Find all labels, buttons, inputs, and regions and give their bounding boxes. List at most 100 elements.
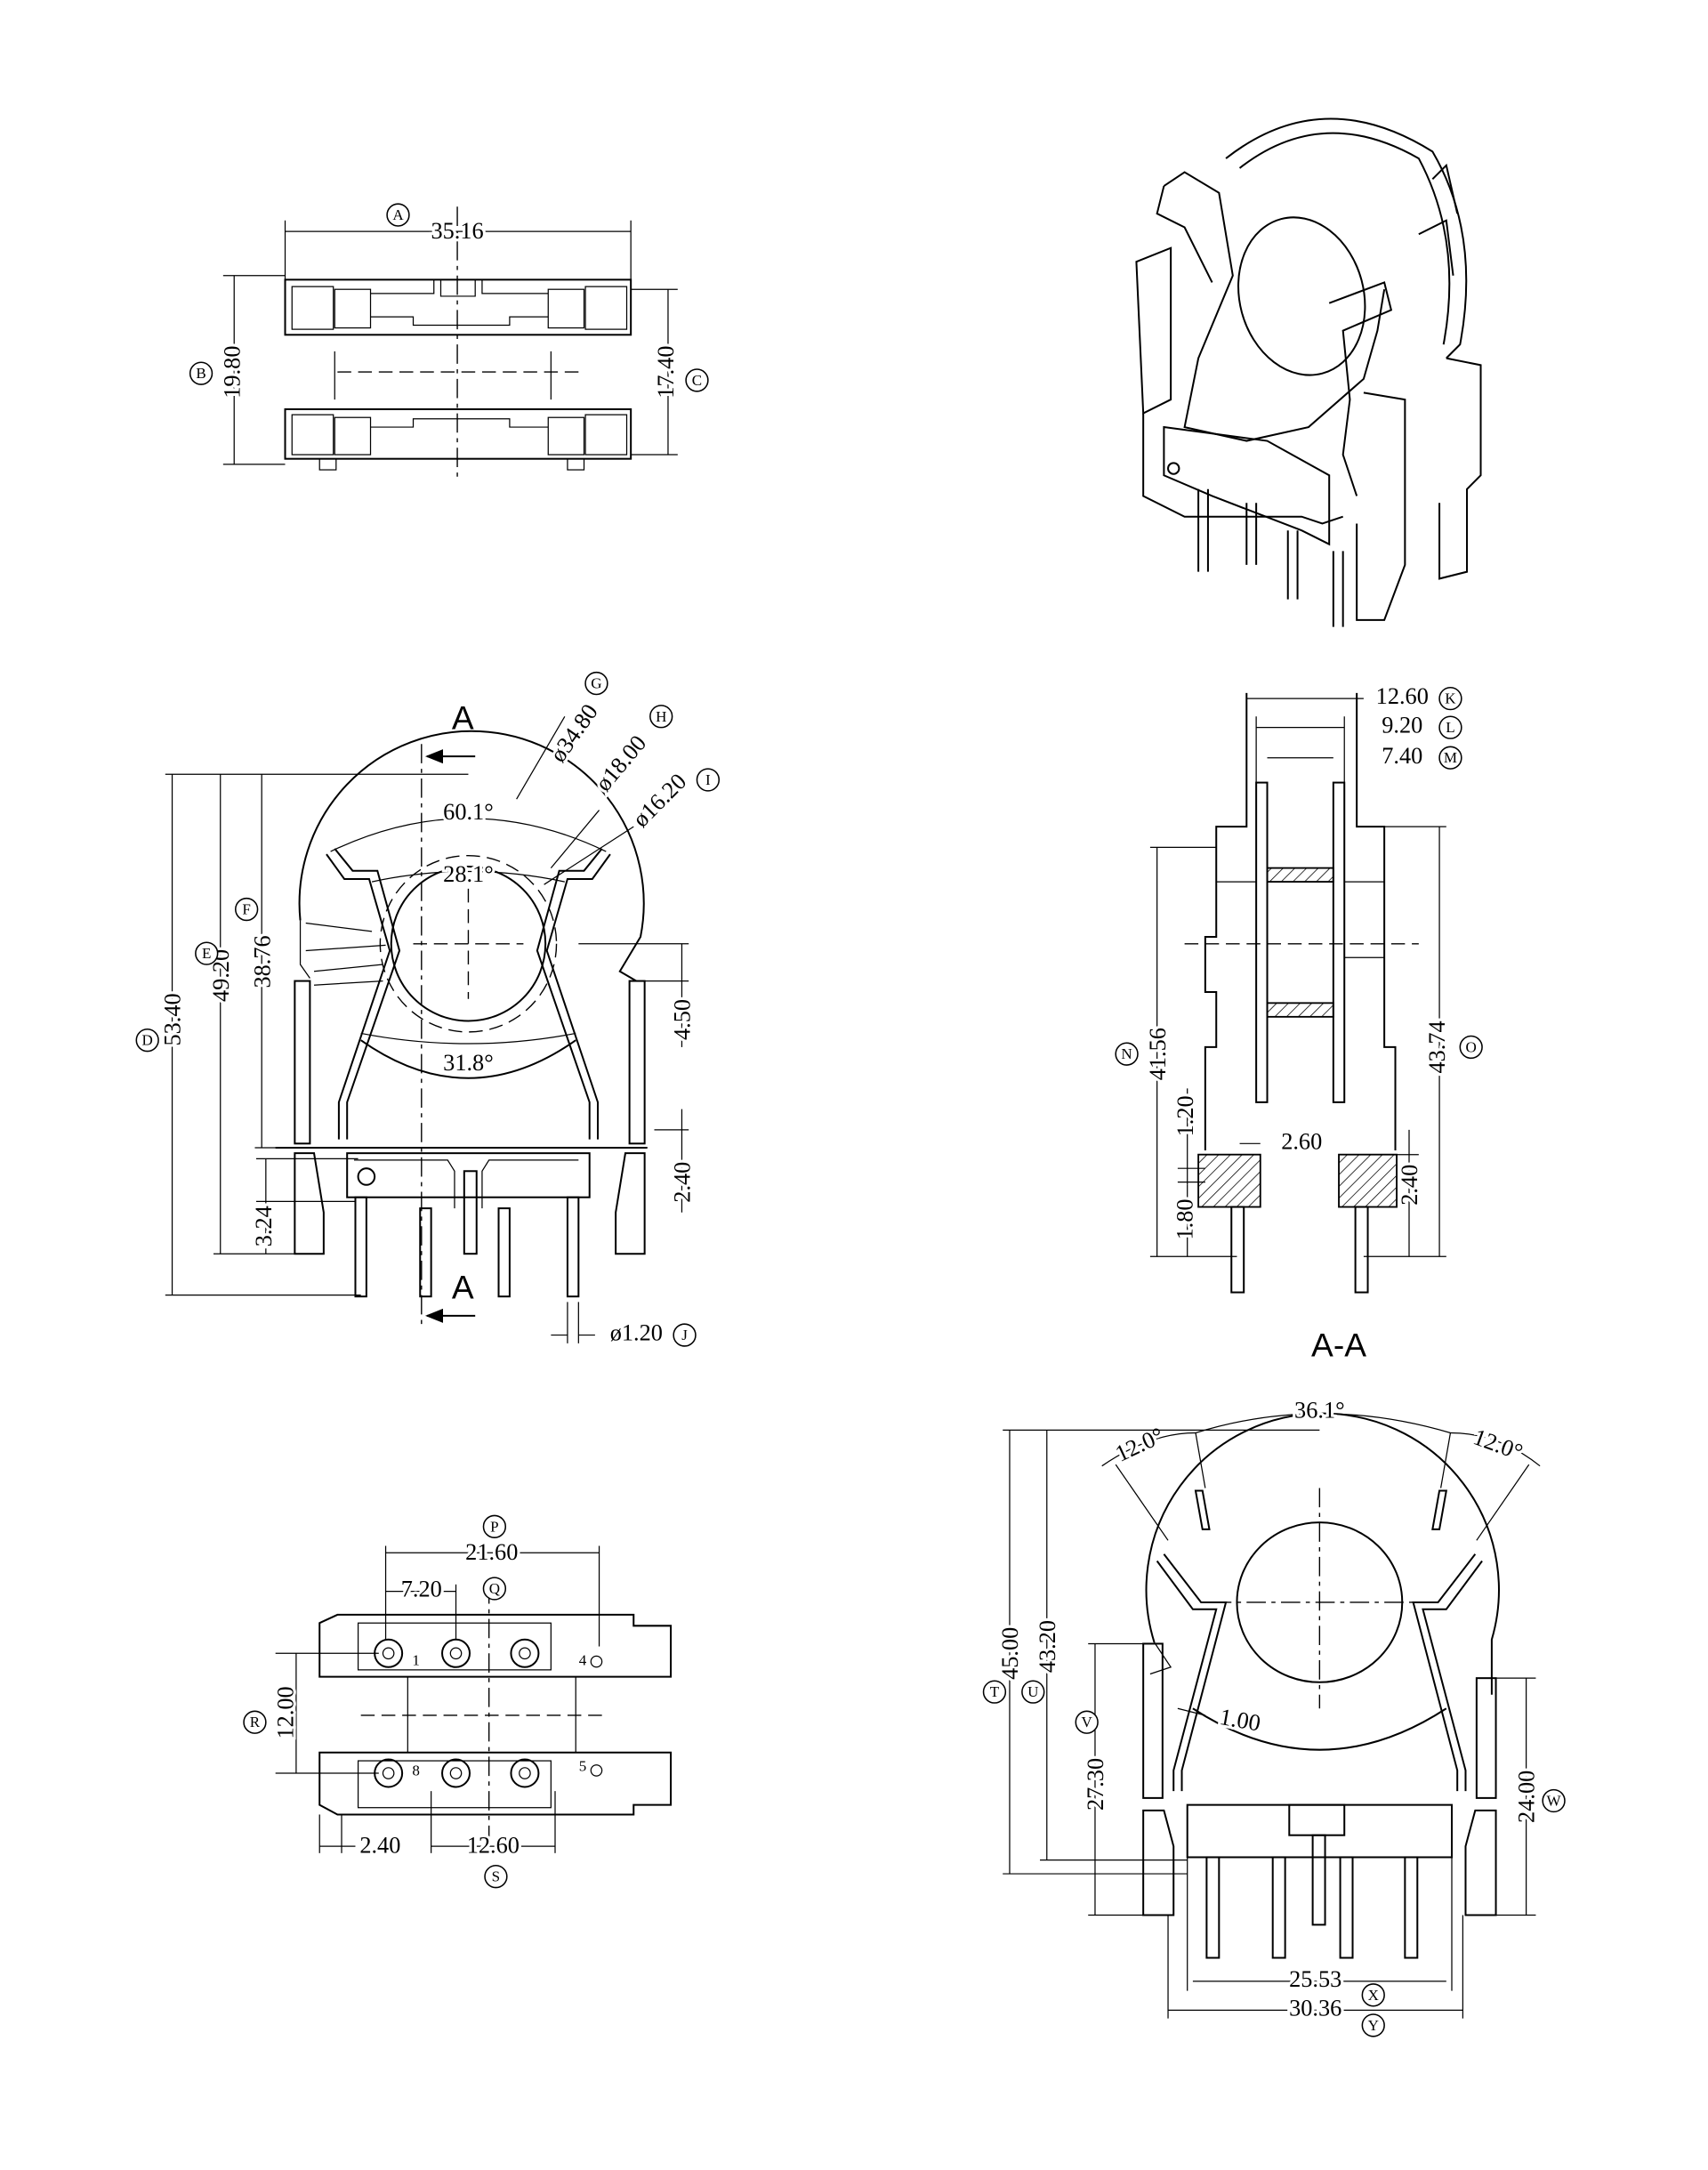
dimension-letter: H (656, 708, 666, 725)
pin-label: 5 (579, 1758, 587, 1775)
dimension-letter: M (1444, 749, 1457, 766)
dimension-letter: S (492, 1868, 500, 1885)
dimension-value: 24.00 (1514, 1771, 1540, 1823)
side-view-outline (1142, 1412, 1500, 1959)
dimension-letter: T (990, 1683, 1000, 1700)
dimension-letter: F (242, 901, 250, 918)
angle-value: 60.1° (443, 799, 494, 825)
dimension-value: 53.40 (160, 993, 186, 1045)
dimension-value: 38.76 (249, 935, 275, 988)
dimension-value: 41.56 (1145, 1028, 1171, 1080)
dimension-value: 21.60 (465, 1539, 518, 1565)
dimension-letter: B (196, 365, 205, 382)
dimension-letter: E (202, 945, 211, 962)
dimension-value: 49.20 (208, 949, 234, 1002)
dimension-a: 35.16 A (284, 203, 632, 280)
dimension-value: 2.60 (1281, 1128, 1322, 1154)
pin-label: 4 (579, 1651, 587, 1668)
dimension-letter: I (705, 771, 711, 788)
dimension-letter: U (1027, 1683, 1038, 1700)
angle-value: 31.8° (443, 1050, 494, 1076)
dimension-value: 19.80 (219, 346, 245, 399)
dimension-value: 30.36 (1289, 1995, 1341, 2021)
section-view: 12.60 K 9.20 L 7.40 M 41.56 N 43.74 O 1.… (1115, 681, 1483, 1363)
angle-value: 28.1° (443, 861, 494, 887)
dimension-value: 12.60 (1376, 683, 1429, 709)
dimension-x-y: 25.53 X 30.36 Y (1167, 1857, 1464, 2037)
dimension-value: 35.16 (431, 218, 483, 244)
dimension-letter: K (1445, 690, 1456, 707)
dimension-value: ø34.80 (545, 699, 603, 767)
dimension-letter: X (1368, 1987, 1379, 2004)
dimension-value: 1.80 (1172, 1198, 1198, 1239)
dimension-letter: W (1547, 1792, 1562, 1809)
pin-label: 1 (412, 1651, 420, 1668)
dimension-letter: R (250, 1714, 261, 1730)
dimension-n-o: 41.56 N 43.74 O (1115, 826, 1483, 1257)
dimension-value: 17.40 (653, 346, 679, 399)
dimension-value: 9.20 (1382, 713, 1422, 738)
dimension-letter: P (490, 1518, 498, 1535)
dimension-letter: O (1466, 1038, 1477, 1055)
dimension-p-q: 21.60 P 7.20 Q (384, 1514, 600, 1647)
dimension-k-l-m: 12.60 K 9.20 L 7.40 M (1246, 681, 1462, 783)
dimension-letter: Q (489, 1580, 500, 1597)
front-view-outline (275, 730, 689, 1298)
dimension-value: 25.53 (1289, 1966, 1341, 1992)
dimension-value: 3.24 (251, 1206, 277, 1246)
dimension-value: 12.00 (273, 1686, 299, 1738)
bottom-view-outline: 1 4 8 5 (318, 1584, 673, 1840)
dimension-letter: V (1082, 1714, 1093, 1730)
dimension-w: 24.00 W (1495, 1677, 1566, 1916)
section-mark-top: A (452, 699, 474, 737)
pin-label: 8 (412, 1762, 420, 1779)
dimension-value: 4.50 (670, 999, 696, 1040)
dimension-letter: C (692, 372, 702, 389)
angle-value: 12.0° (1470, 1424, 1526, 1465)
dimension-letter: D (142, 1032, 153, 1049)
dimension-value: 2.40 (359, 1833, 400, 1859)
dimension-value: 2.40 (670, 1162, 696, 1203)
front-view: A A 60.1° 28.1° 31.8° ø34.80 G ø18.00 H … (135, 671, 721, 1349)
dimension-value: ø1.20 (610, 1320, 663, 1346)
dimension-value: 1.20 (1172, 1095, 1198, 1136)
section-mark-bottom: A (452, 1268, 474, 1305)
dimension-value: 27.30 (1083, 1758, 1108, 1811)
dimension-value: 2.40 (1397, 1165, 1422, 1206)
dimension-letter: G (591, 675, 601, 692)
dimension-s: 2.40 12.60 S (318, 1791, 556, 1889)
dimension-r: 12.00 R (243, 1652, 379, 1774)
dimension-t-u-v: 45.00 T 43.20 U 27.30 V (982, 1429, 1320, 1916)
dimension-value: 43.74 (1424, 1020, 1450, 1073)
dimension-letter: N (1121, 1045, 1132, 1062)
section-title: A-A (1311, 1326, 1366, 1363)
dimension-value: 7.20 (401, 1577, 442, 1602)
top-view-outline (284, 206, 632, 482)
dimension-letter: L (1446, 719, 1454, 736)
dimension-value: 12.60 (467, 1833, 520, 1859)
dimension-right: 4.50 2.40 (666, 943, 698, 1213)
dimension-value: 1.00 (1218, 1704, 1262, 1737)
dimension-value: ø18.00 (591, 730, 652, 796)
dimension-value: 45.00 (997, 1627, 1023, 1680)
dimension-value: ø16.20 (628, 769, 692, 833)
isometric-view (1135, 117, 1482, 627)
section-line-a: A A (421, 699, 476, 1330)
top-view: 35.16 A 19.80 B 17.40 C (189, 203, 709, 482)
angle-dimensions: 60.1° 28.1° 31.8° (330, 796, 607, 1078)
dimension-value: 7.40 (1382, 743, 1422, 769)
dimension-letter: A (392, 206, 404, 223)
dimension-j: ø1.20 J (551, 1302, 697, 1349)
section-outline (1184, 692, 1419, 1294)
bottom-view: 1 4 8 5 21.60 P 7.20 Q 12.00 R 2.40 (243, 1514, 673, 1889)
side-view: 36.1° 12.0° 12.0° 1.00 45.00 T 43.20 U 2… (982, 1394, 1566, 2037)
angle-value: 12.0° (1111, 1423, 1168, 1467)
dimension-d-e-f: 53.40 D 49.20 E 38.76 F 3.24 (135, 773, 469, 1296)
dimension-letter: Y (1368, 2017, 1379, 2034)
dimension-b: 19.80 B (189, 275, 286, 465)
diameter-callouts: ø34.80 G ø18.00 H ø16.20 I (516, 671, 721, 885)
dimension-value: 43.20 (1035, 1620, 1060, 1673)
side-angle-dimensions: 36.1° 12.0° 12.0° 1.00 (1101, 1394, 1541, 1739)
dimension-letter: J (681, 1327, 688, 1343)
